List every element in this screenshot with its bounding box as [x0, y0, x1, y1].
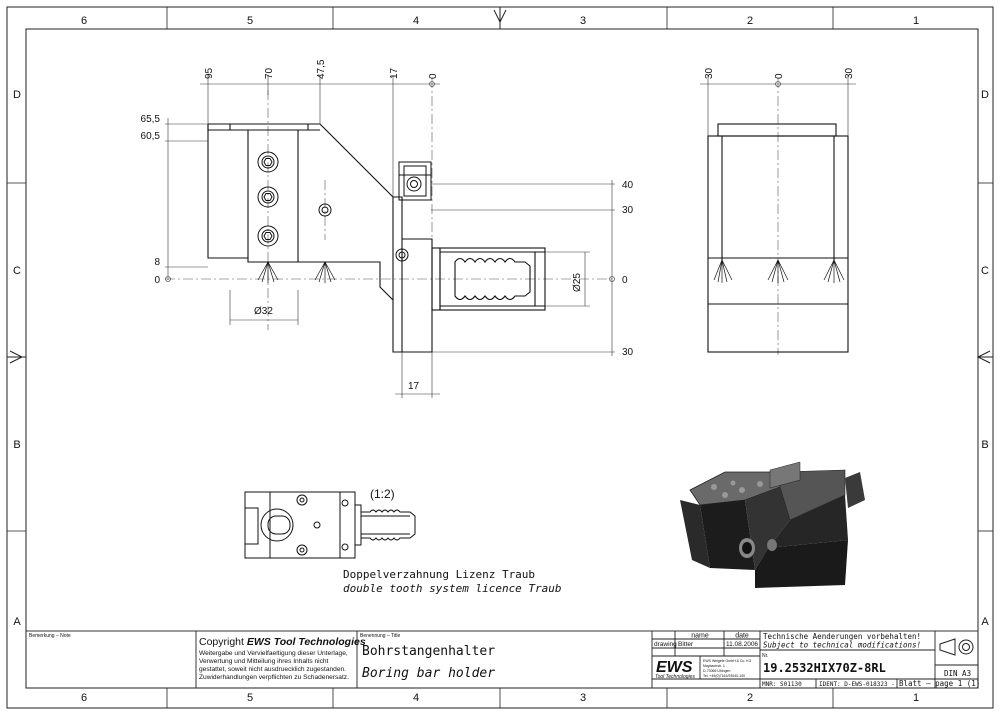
isometric-render	[680, 461, 865, 588]
col-label-bottom: 2	[747, 692, 753, 704]
row-label-left: C	[13, 265, 21, 277]
ews-logo: EWS	[656, 659, 693, 676]
col-label-top: 3	[580, 15, 586, 27]
col-label-bottom: 4	[413, 692, 419, 704]
paper-format: DIN A3	[944, 669, 971, 678]
column-date: date	[735, 633, 749, 640]
sheet-number: Blatt – page 1 (1)	[899, 679, 980, 688]
row-drawing: drawing	[654, 641, 677, 648]
dim-label: 17	[389, 67, 400, 79]
col-label-top: 1	[913, 15, 919, 27]
dim-label: Ø25	[572, 273, 583, 292]
row-label-left: B	[13, 439, 20, 451]
dim-label: 47,5	[316, 59, 327, 79]
company-line: D-73066 Uhingen	[703, 669, 730, 673]
col-label-top: 6	[81, 15, 87, 27]
col-label-bottom: 6	[81, 692, 87, 704]
col-label-top: 4	[413, 15, 419, 27]
detail-caption-en: double tooth system licence Traub	[343, 582, 562, 595]
title-block	[25, 630, 979, 689]
copyright-line: gestattet, soweit nicht ausdruecklich zu…	[199, 666, 346, 673]
dim-label: 17	[408, 381, 420, 392]
detail-body	[244, 491, 356, 559]
copyright-line: Zuwiderhandlungen verpflichten zu Schade…	[199, 674, 349, 681]
dim-label: 95	[204, 67, 215, 79]
dim-label: 0	[774, 73, 785, 79]
dim-label: 0	[622, 275, 628, 286]
centering-marks	[7, 7, 993, 364]
col-label-top: 2	[747, 15, 753, 27]
drawn-date: 11.08.2006	[726, 641, 758, 648]
small-screw	[395, 248, 409, 262]
copyright-line: Weitergabe und Vervielfaeltigung dieser …	[199, 650, 348, 657]
title-label: Benennung – Title	[360, 633, 401, 639]
small-screw	[318, 203, 332, 217]
dim-label: 0	[428, 73, 439, 79]
dim-label: 40	[622, 180, 634, 191]
projection-symbol	[939, 638, 974, 656]
title-de: Bohrstangenhalter	[362, 644, 495, 659]
dim-label: 30	[704, 67, 715, 79]
hex-screw	[257, 186, 279, 208]
sheet-frame	[6, 6, 994, 709]
clamp-block	[398, 161, 432, 201]
col-label-bottom: 5	[247, 692, 253, 704]
col-label-bottom: 3	[580, 692, 586, 704]
remark-label: Bemerkung – Note	[29, 633, 71, 639]
company-line: EWS Weigele GmbH & Co. KG	[703, 659, 752, 663]
copyright-prefix: Copyright EWS Tool Technologies	[199, 636, 366, 648]
dim-label: 8	[154, 257, 160, 268]
ews-logo-sub: Tool Technologies	[655, 674, 695, 680]
coolant-spray	[257, 261, 336, 283]
shank-body	[439, 247, 546, 311]
row-label-right: A	[981, 616, 989, 628]
row-label-right: C	[981, 265, 989, 277]
ident: IDENT: D-EWS-018323 -	[819, 681, 895, 688]
holder-body-outline	[207, 123, 433, 353]
col-label-bottom: 1	[913, 692, 919, 704]
side-view: 30 0 30	[700, 67, 856, 355]
dim-label: 70	[264, 67, 275, 79]
dim-label: 30	[622, 205, 634, 216]
dim-label: 30	[622, 347, 634, 358]
nr-label: Nr.	[762, 653, 768, 659]
dim-label: Ø32	[254, 306, 273, 317]
company-line: Tel. +49(0)7161/93040-100	[703, 674, 745, 678]
row-label-right: D	[981, 89, 989, 101]
dim-label: 30	[844, 67, 855, 79]
col-label-top: 5	[247, 15, 253, 27]
detail-view	[244, 491, 416, 559]
copyright-line: Verwertung und Mitteilung ihres Inhalts …	[199, 658, 329, 665]
row-label-left: D	[13, 89, 21, 101]
company-line: Maybachstr. 1	[703, 664, 725, 668]
frame-grid-ticks	[7, 7, 993, 708]
detail-scale-label: (1:2)	[370, 487, 395, 501]
detail-caption-de: Doppelverzahnung Lizenz Traub	[343, 568, 535, 581]
dim-label: 65,5	[141, 114, 161, 125]
front-view: 95 70 47,5 17 0 65,5 60,5 8 0 40 30 0 30…	[141, 59, 634, 398]
row-label-right: B	[981, 439, 988, 451]
frame-labels: 6 5 4 3 2 1 6 5 4 3 2 1 D C B A D C B A	[13, 15, 989, 704]
column-name: name	[691, 633, 709, 640]
row-label-left: A	[13, 616, 21, 628]
hex-screw	[257, 151, 279, 173]
shank-serration	[454, 257, 531, 301]
detail-serration	[361, 509, 416, 541]
dim-label: 0	[154, 275, 160, 286]
mnr: MNR: S01130	[762, 681, 802, 688]
hex-screw	[257, 225, 279, 247]
drawn-by: Bitter	[678, 641, 694, 648]
coolant-spray	[713, 259, 845, 283]
note-en: Subject to technical modifications!	[763, 641, 921, 650]
title-en: Boring bar holder	[362, 666, 495, 681]
part-number: 19.2532HIX70Z-8RL	[763, 661, 886, 675]
note-de: Technische Aenderungen vorbehalten!	[763, 632, 921, 641]
dim-label: 60,5	[141, 131, 161, 142]
